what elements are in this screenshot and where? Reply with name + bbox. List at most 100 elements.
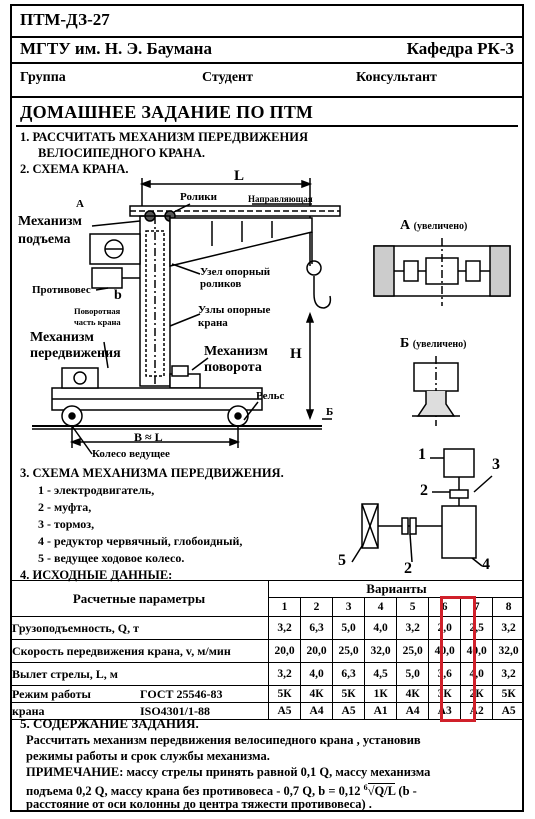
gost-cell: 5К [267, 685, 302, 703]
table-cell: 3,2 [396, 616, 430, 640]
header-people-row: Группа Студент Консультант [12, 62, 522, 98]
mech-num-1: 1 [418, 446, 426, 463]
table-cell: 4,5 [364, 662, 398, 686]
table-cell: 4,0 [300, 662, 334, 686]
table-cell: 5,0 [396, 662, 430, 686]
variant-header-8: 8 [492, 597, 524, 617]
table-cell: 3,2 [492, 616, 524, 640]
table-cell: 2,0 [428, 616, 462, 640]
mech-item-2: 2 - муфта, [38, 500, 92, 514]
task-1-line-2: ВЕЛОСИПЕДНОГО КРАНА. [38, 146, 206, 160]
table-cell: 3,2 [492, 662, 524, 686]
gost-cell: 4К [396, 685, 430, 703]
section-5-line-5: расстояние от оси колонны до центра тяже… [26, 797, 372, 811]
variant-highlight-box [440, 596, 476, 722]
iso-cell: А5 [332, 702, 366, 720]
gost-cell: 5К [332, 685, 366, 703]
row-name: Вылет стрелы, L, м [10, 662, 269, 686]
label-travel-mech-2: передвижения [30, 346, 121, 361]
label-counterweight: Противовес [32, 284, 91, 296]
mode-label-1: Режим работы [12, 686, 91, 701]
iso-cell: А5 [492, 702, 524, 720]
table-cell: 3,2 [267, 662, 302, 686]
label-zoom-B: Б (увеличено) [400, 336, 467, 351]
variant-header-3: 3 [332, 597, 366, 617]
table-cell: 20,0 [300, 639, 334, 663]
table-header-param: Расчетные параметры [10, 580, 269, 617]
label-guide: Направляющая [248, 194, 313, 204]
gost-cell: 5К [492, 685, 524, 703]
label-b: b [114, 288, 122, 303]
label-lift-mech-2: подъема [18, 232, 71, 247]
iso-cell: А5 [267, 702, 302, 720]
mech-item-3: 3 - тормоз, [38, 517, 95, 531]
table-cell: 6,3 [332, 662, 366, 686]
section-5-heading: 5. СОДЕРЖАНИЕ ЗАДАНИЯ. [20, 716, 199, 731]
section-5-line-1: Рассчитать механизм передвижения велосип… [26, 733, 421, 747]
mode-label-2: крана [12, 703, 45, 718]
label-travel-mech-1: Механизм [30, 330, 94, 345]
mech-item-5: 5 - ведущее ходовое колесо. [38, 551, 185, 565]
row-name: Грузоподъемность, Q, т [10, 616, 269, 640]
mech-num-3: 3 [492, 456, 500, 473]
label-H: Н [290, 346, 302, 362]
mech-item-1: 1 - электродвигатель, [38, 483, 155, 497]
section-5-line-2: режимы работы и срок службы механизма. [26, 749, 270, 763]
variant-header-2: 2 [300, 597, 334, 617]
gost-cell: 4К [300, 685, 334, 703]
variant-header-4: 4 [364, 597, 398, 617]
header-code-row: ПТМ-ДЗ-27 [12, 6, 522, 38]
label-rail: Рельс [256, 390, 285, 402]
university-name: МГТУ им. Н. Э. Баумана [20, 39, 212, 58]
consultant-label: Консультант [356, 70, 437, 85]
iso-cell: А4 [300, 702, 334, 720]
label-A: А [76, 198, 84, 210]
variant-header-1: 1 [267, 597, 302, 617]
table-cell: 20,0 [267, 639, 302, 663]
table-cell: 2,5 [460, 616, 494, 640]
mech-num-2: 2 [420, 482, 428, 499]
iso-label: ISO4301/1-88 [140, 703, 211, 718]
label-drive-wheel: Колесо ведущее [92, 448, 170, 460]
gost-label: ГОСТ 25546-83 [140, 686, 223, 701]
mech-num-4: 4 [482, 556, 490, 573]
row-name: Скорость передвижения крана, v, м/мин [10, 639, 269, 663]
table-cell: 32,0 [492, 639, 524, 663]
label-support-node-2: роликов [200, 278, 242, 290]
table-cell: 25,0 [396, 639, 430, 663]
label-BL: B ≈ L [134, 430, 163, 444]
label-rotating-2: часть крана [74, 317, 121, 327]
label-rotating-1: Поворотная [74, 306, 121, 316]
table-cell: 4,0 [364, 616, 398, 640]
gost-cell: 1К [364, 685, 398, 703]
table-header-variants: Варианты [268, 580, 524, 598]
label-support-units-2: крана [198, 317, 228, 329]
table-cell: 3,2 [267, 616, 302, 640]
table-cell: 6,3 [300, 616, 334, 640]
label-support-node-1: Узел опорный [200, 266, 271, 278]
table-cell: 5,0 [332, 616, 366, 640]
page-title: ДОМАШНЕЕ ЗАДАНИЕ ПО ПТМ [20, 102, 314, 122]
section-5-line-4: подъема 0,2 Q, массу крана без противове… [26, 783, 417, 799]
department-name: Кафедра РК-3 [406, 39, 514, 58]
header-university-row: МГТУ им. Н. Э. Баумана Кафедра РК-3 [12, 36, 522, 64]
task-2-heading: 2. СХЕМА КРАНА. [20, 162, 129, 176]
student-label: Студент [202, 70, 253, 85]
mech-num-5: 5 [338, 552, 346, 569]
iso-cell: А4 [396, 702, 430, 720]
iso-cell: А1 [364, 702, 398, 720]
label-L: L [234, 168, 245, 184]
label-support-units-1: Узлы опорные [198, 304, 271, 316]
task-sheet: ПТМ-ДЗ-27 МГТУ им. Н. Э. Баумана Кафедра… [10, 4, 524, 812]
mode-cell-2: крана ISO4301/1-88 [10, 702, 269, 720]
title-divider [16, 125, 518, 127]
section-5-line-3: ПРИМЕЧАНИЕ: массу стрелы принять равной … [26, 765, 431, 779]
label-rollers: Ролики [180, 191, 217, 203]
task-4-heading: 4. ИСХОДНЫЕ ДАННЫЕ: [20, 568, 173, 582]
label-B-section: Б [326, 406, 334, 418]
label-rotate-mech-2: поворота [204, 360, 262, 375]
